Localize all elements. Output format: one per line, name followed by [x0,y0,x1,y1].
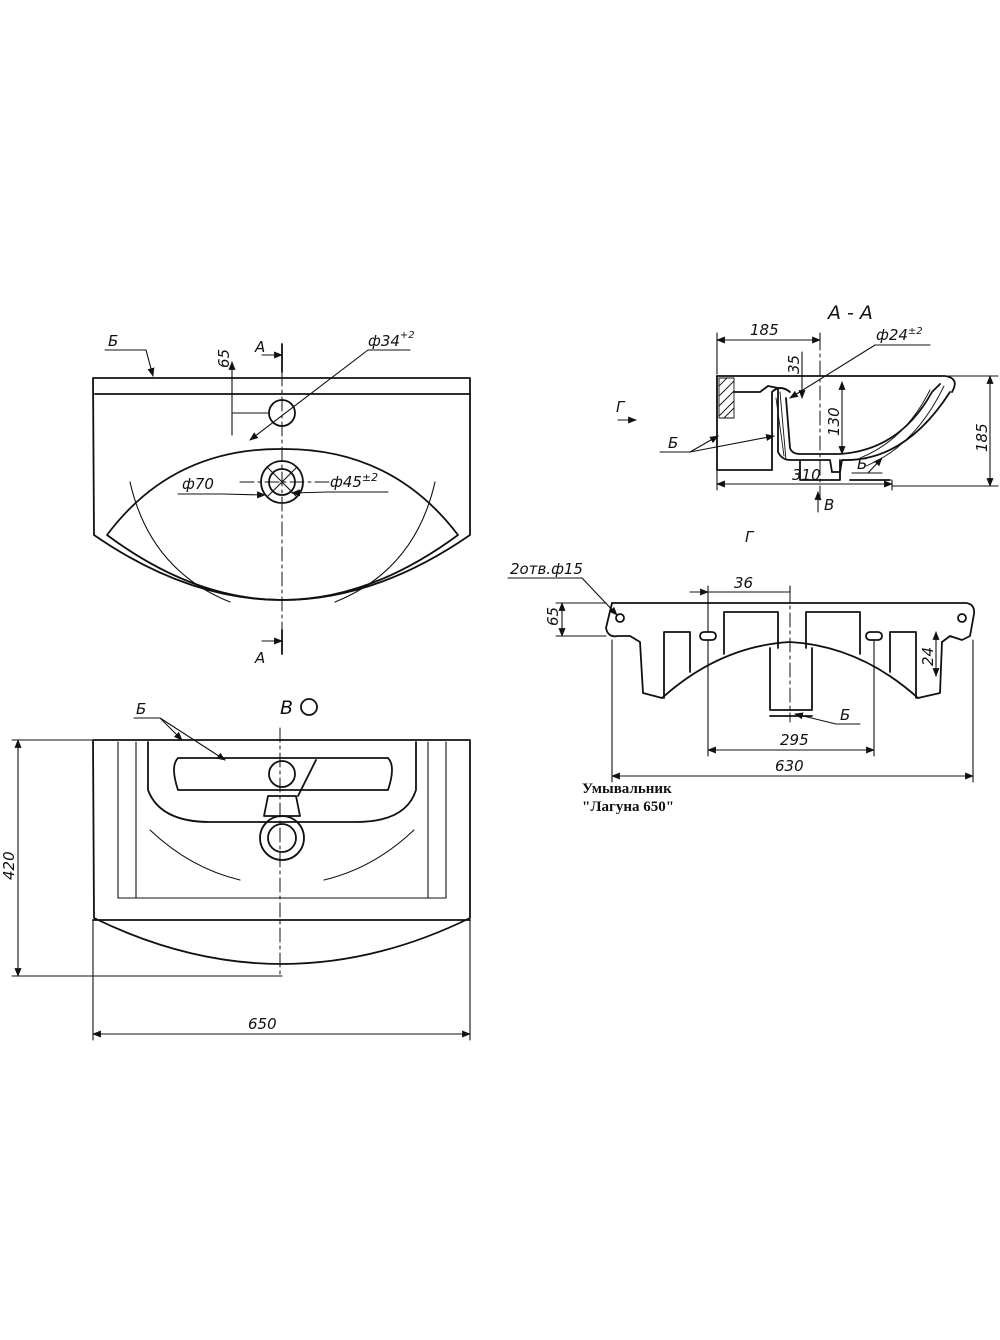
rear-view-left [605,602,663,699]
bottom-leader-b-1 [159,717,183,741]
view-b-arrow-text: В [824,496,834,514]
caption-line-1: Умывальник [582,781,672,797]
top-view-basin-left-curve [129,481,231,603]
view-b-title: В [280,697,293,719]
drain-inner-leader [291,489,329,497]
bottom-view-drain-inner [267,823,297,853]
dim-185-top-text: 185 [750,321,779,339]
bottom-view-strut [297,759,317,797]
section-leader-b-r-text: Б [857,455,867,473]
rear-view-right [917,641,943,699]
bottom-view-bowl [147,741,417,823]
rear-hole-right [957,613,967,623]
section-title: А - А [826,302,873,324]
rear-view: 2отв.ф15 65 36 24 Б 295 630 [507,560,975,783]
section-inner-shell [733,385,833,473]
section-hatch-3 [718,390,735,407]
drawing-caption: Умывальник "Лагуна 650" [582,780,674,816]
rear-hole-left [615,613,625,623]
two-holes-leader [581,577,618,616]
section-outline-top [716,375,956,393]
view-b-circle [300,698,318,716]
dim-185-right-text: 185 [973,423,991,452]
drain-outer-text: ф70 [182,475,214,493]
faucet-hole-text: ф34+2 [368,330,415,350]
bottom-view-curve-right [323,829,415,881]
rear-support-mid-left [723,611,779,655]
rear-leader-b-text: Б [840,706,850,724]
dim-420-text: 420 [0,851,18,880]
section-leader-b-text: Б [668,434,678,452]
bottom-leader-b-text: Б [136,700,146,718]
section-a-bottom-text: А [254,649,265,667]
caption-line-2: "Лагуна 650" [582,799,675,815]
bottom-view-curve-left [149,829,241,881]
dim-310-text: 310 [792,466,821,484]
section-leader-b-2 [689,434,775,453]
bottom-view-inner-rect [117,741,447,899]
dim-130-text: 130 [825,407,843,436]
rear-slot-right [865,631,883,641]
leader-b-arrow [145,349,155,377]
top-view-basin-outline [106,448,459,601]
bottom-view-slot [173,757,393,791]
leader-b-text: Б [108,332,118,350]
rear-36-text: 36 [734,574,753,592]
rear-24-text: 24 [919,647,937,666]
bottom-view-drain-outer [259,815,305,861]
rear-slot-left [699,631,717,641]
rear-65-text: 65 [544,607,562,626]
rear-support-right [889,631,917,699]
section-hole-text: ф24±2 [876,326,923,344]
section-hatch-1 [718,377,728,387]
section-bowl-hatch-band [775,385,945,467]
section-leader-b-1 [689,435,719,453]
rear-support-left [663,631,691,699]
bottom-view: В Б 420 650 [0,697,471,1041]
rear-support-mid-right [805,611,861,655]
bottom-view-neck [263,795,301,817]
section-leader-b-r [867,457,883,474]
bottom-view-faucet [268,760,296,788]
rear-drain-pipe [769,647,813,711]
drain-inner-text: ф45±2 [330,471,378,491]
top-view-basin-right-curve [334,481,436,603]
two-holes-text: 2отв.ф15 [510,560,583,578]
dim-65-text: 65 [215,349,233,368]
section-hole-leader [789,344,876,399]
drain-outer-leader [221,491,266,499]
section-a-top-text: А [254,338,265,356]
rear-630-text: 630 [775,757,804,775]
dim-35-text: 35 [785,355,803,374]
section-a-a: А - А 185 ф24±2 35 130 [616,302,999,546]
view-g-arrow-text: Г [616,398,626,416]
faucet-hole-leader [249,349,369,441]
section-hatch-5 [723,407,735,419]
top-view: Б 65 А А ф34+2 ф70 ф45±2 [92,330,471,667]
bottom-leader-b-2 [159,717,226,761]
bottom-view-outline [92,739,471,965]
section-left-hatch-block [718,377,735,419]
section-hatch-4 [718,400,735,417]
rear-leader-b [794,712,837,725]
view-g-title: Г [745,528,755,546]
section-bowl-outer [771,387,951,473]
rear-view-top [611,602,975,643]
section-bowl-inner [785,383,941,455]
rear-295-text: 295 [780,731,809,749]
dim-650-text: 650 [248,1015,277,1033]
section-hatch-2 [718,380,735,397]
